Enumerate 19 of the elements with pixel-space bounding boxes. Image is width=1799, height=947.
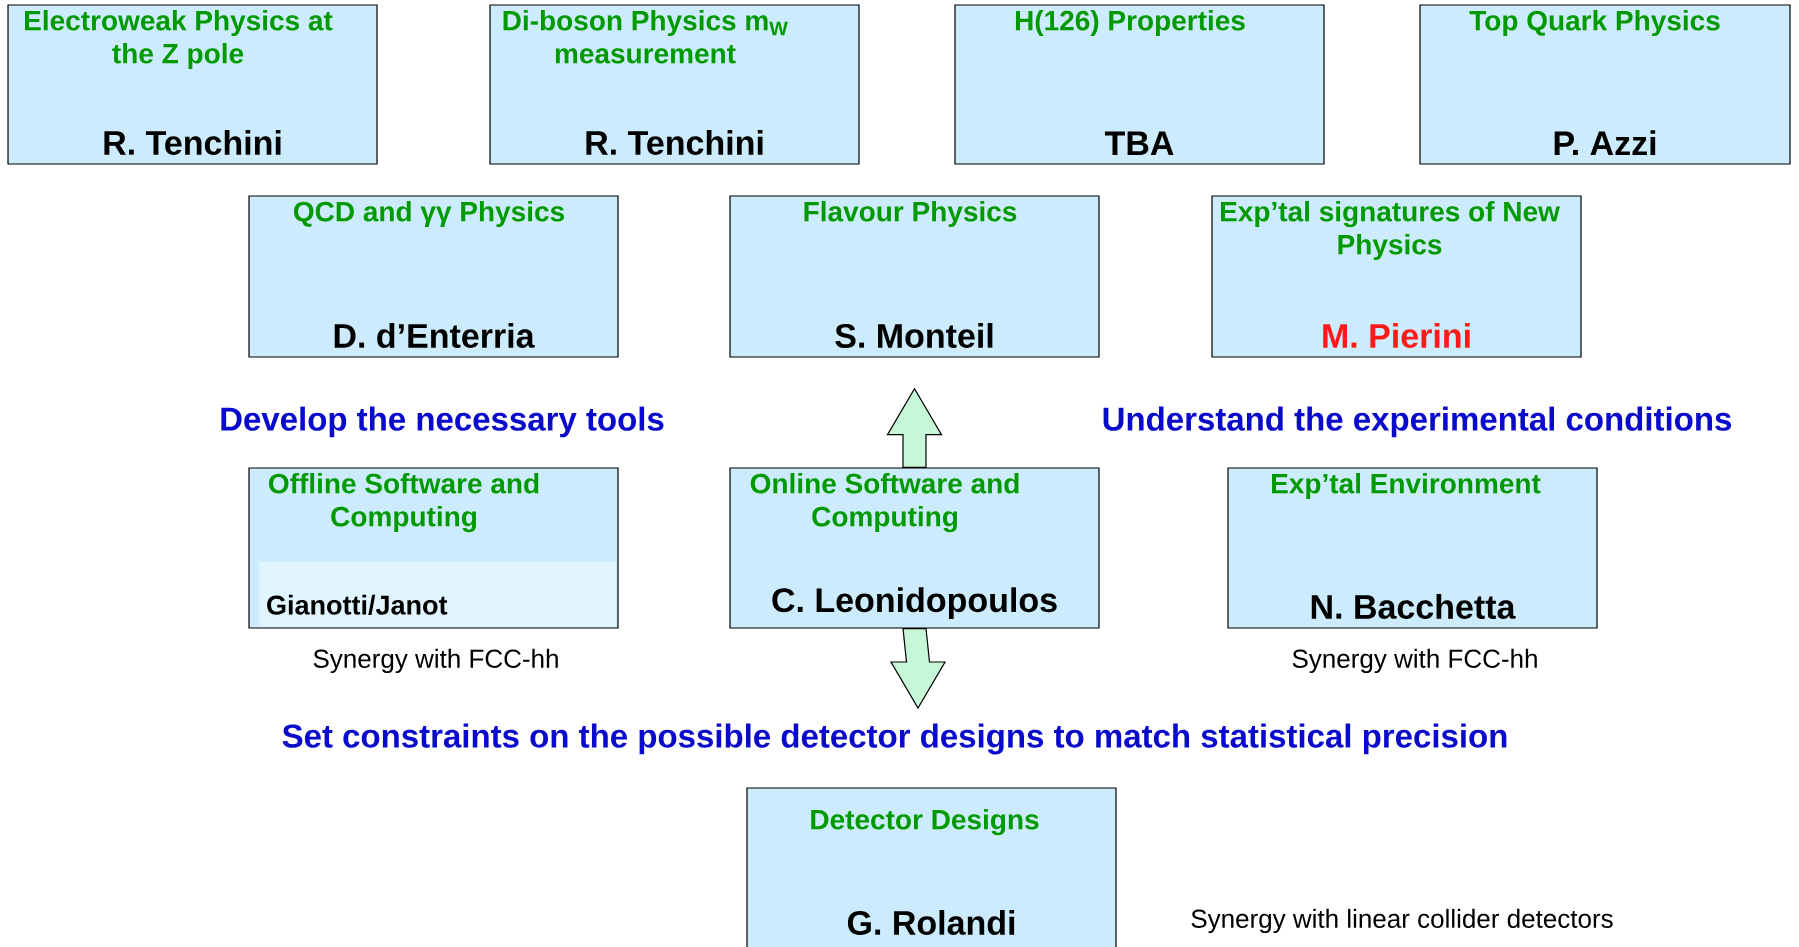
process-box: Online Software and Computing C. Leonidopoulos	[729, 467, 1100, 629]
heading-text: Set constraints on the possible detector designs to match statistical precision	[282, 723, 1507, 755]
process-box: Di-boson Physics m$_{W}$ measurement R. Tenchini	[489, 4, 860, 165]
block-arrow	[886, 387, 943, 468]
process-box: Offline Software and Computing Gianotti/Janot	[248, 467, 619, 629]
note-text: Synergy with FCC-hh	[313, 648, 558, 674]
process-box: Flavour Physics S. Monteil	[729, 195, 1100, 358]
process-box: Electroweak Physics at the Z pole R. Tenchini	[7, 4, 378, 165]
process-box: Exp’tal Environment N. Bacchetta	[1227, 467, 1598, 629]
process-box: QCD and γγ Physics D. d’Enterria	[248, 195, 619, 358]
process-box: Top Quark Physics P. Azzi	[1419, 4, 1791, 165]
block-arrow	[889, 628, 947, 710]
process-box: H(126) Properties TBA	[954, 4, 1325, 165]
note-text: Synergy with FCC-hh	[1292, 648, 1537, 674]
process-box: Exp’tal signatures of New Physics M. Pierini	[1211, 195, 1582, 358]
process-box: Detector Designs G. Rolandi	[746, 787, 1117, 947]
note-text: Synergy with linear collider detectors	[1191, 908, 1613, 934]
heading-text: Develop the necessary tools	[221, 406, 664, 438]
heading-text: Understand the experimental conditions	[1103, 406, 1732, 438]
